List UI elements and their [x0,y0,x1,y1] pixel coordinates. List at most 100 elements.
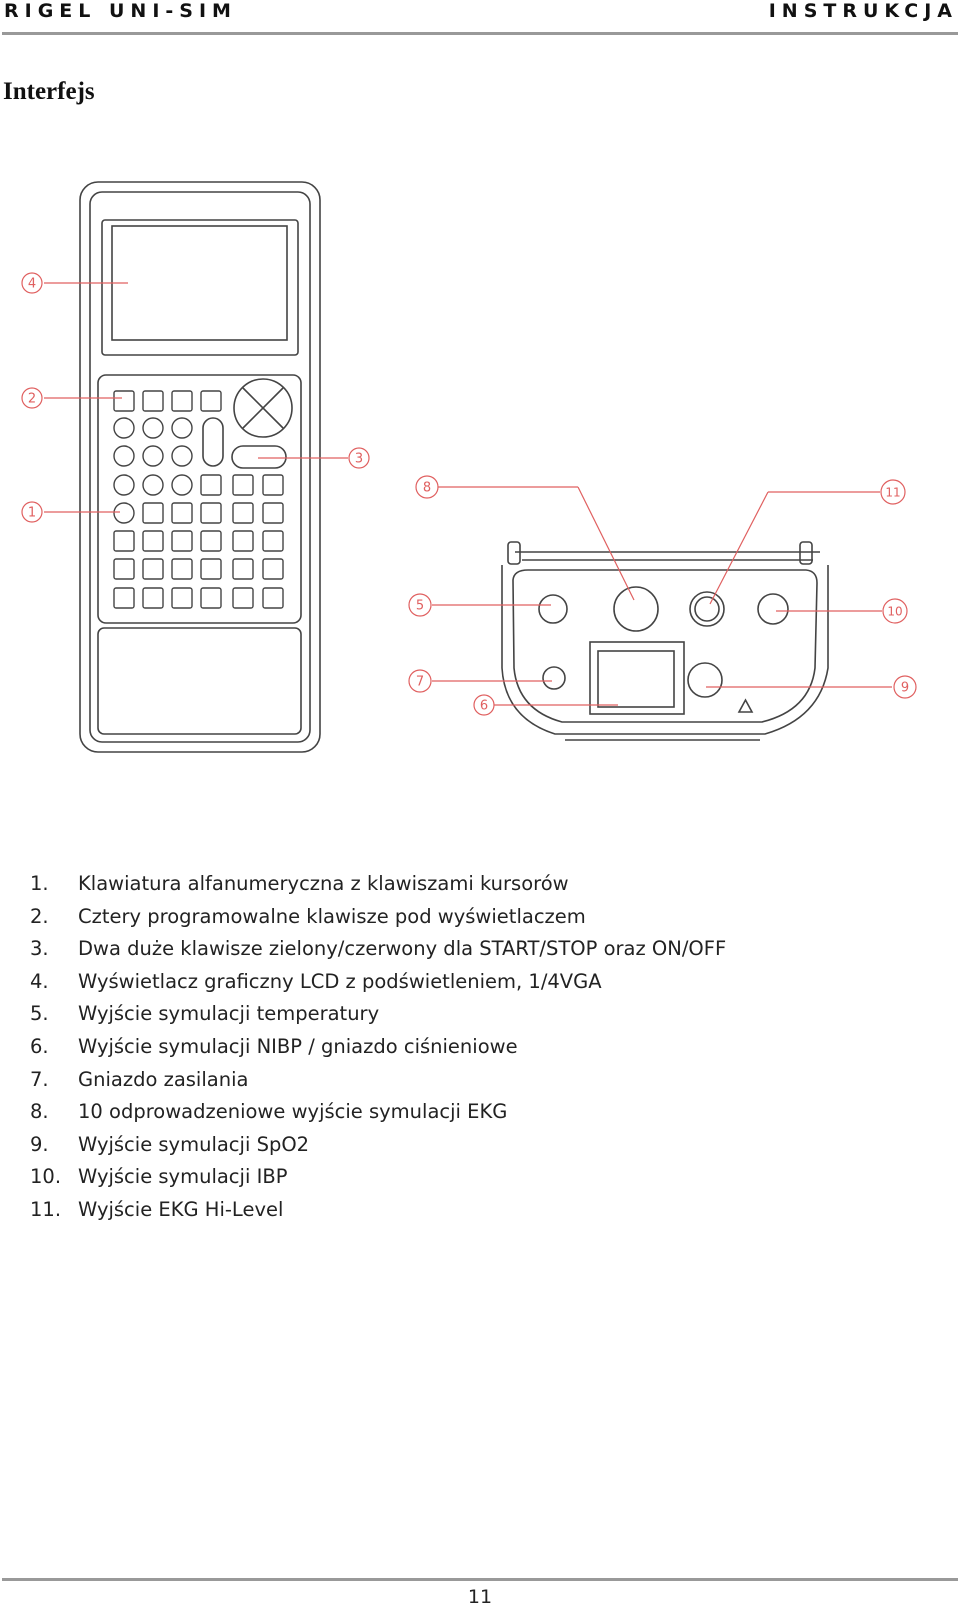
callout-7: 7 [408,669,432,693]
legend-item: 1.Klawiatura alfanumeryczna z klawiszami… [30,872,569,895]
callout-11: 11 [880,479,906,505]
ekg-hilevel-socket-inner [694,596,720,622]
callout-10: 10 [882,598,908,624]
nibp-port-outer [589,641,685,715]
legend-item: 3.Dwa duże klawisze zielony/czerwony dla… [30,937,727,961]
keypad-key [171,558,193,580]
legend-item: 2.Cztery programowalne klawisze pod wyśw… [30,904,586,928]
callout-line-11b [709,491,769,605]
keypad-key [142,558,164,580]
svg-text:11: 11 [885,486,900,500]
keypad-key [232,502,254,524]
legend-item: 4.Wyświetlacz graficzny LCD z podświetle… [30,969,602,993]
keypad-key [142,502,164,524]
panel-inner-body [512,569,818,723]
keypad-key [262,530,284,552]
ibp-socket [757,593,789,625]
svg-text:8: 8 [423,481,431,496]
keypad-key [200,558,222,580]
big-key-horizontal [231,445,287,469]
legend-item: 5.Wyjście symulacji temperatury [30,1002,380,1026]
keypad-key [142,390,164,412]
ekg-hilevel-socket-outer [689,591,725,627]
keypad-round-key [171,445,193,467]
keypad-key [113,530,135,552]
callout-5: 5 [408,593,432,617]
cursor-cluster [233,378,293,438]
page-title: Interfejs [3,78,95,105]
device-body-outline [79,181,321,753]
keypad-key [171,530,193,552]
svg-text:10: 10 [887,605,902,619]
legend-item: 8.10 odprowadzeniowe wyjście symulacji E… [30,1100,508,1124]
ekg-socket [613,586,659,632]
device-body-inner [89,191,311,743]
callout-8: 8 [415,475,439,499]
keypad-round-key [113,502,135,524]
interface-legend: 1.Klawiatura alfanumeryczna z klawiszami… [30,868,726,1227]
keypad-key [262,558,284,580]
legend-item: 10.Wyjście symulacji IBP [30,1165,288,1189]
keypad-round-key [113,474,135,496]
keypad-key [113,587,135,609]
temperature-socket [538,594,568,624]
keypad-key [200,502,222,524]
big-key-vertical [202,417,224,467]
keypad-key [232,587,254,609]
keypad-key [232,530,254,552]
device-diagram: 4 2 3 1 8 11 5 10 [21,181,917,753]
keypad-key [113,558,135,580]
keypad-key [200,587,222,609]
callout-4: 4 [21,272,43,294]
keypad-round-key [142,417,164,439]
callout-3: 3 [348,447,370,469]
keypad-round-key [113,445,135,467]
power-socket [542,666,566,690]
keypad-key [262,474,284,496]
keypad-key [142,587,164,609]
keypad-keys [113,390,284,609]
keypad-round-key [142,445,164,467]
keypad-round-key [171,474,193,496]
lower-panel [97,627,302,735]
callout-9: 9 [893,675,917,699]
keypad-round-key [113,417,135,439]
svg-text:9: 9 [901,681,909,696]
callout-1: 1 [21,501,43,523]
header-rule [2,32,958,35]
svg-text:7: 7 [416,675,424,690]
callout-line-8b [577,486,635,601]
keypad-key [200,390,222,412]
keypad-key [171,502,193,524]
page-number: 11 [467,1586,493,1608]
warning-triangle-icon [737,698,754,713]
callout-lines [44,282,892,706]
keypad-round-key [142,474,164,496]
callout-2: 2 [21,387,43,409]
keypad-key [142,530,164,552]
keypad-key [232,474,254,496]
header-doc-type: INSTRUKCJA [768,0,958,22]
right-hinge [799,541,813,565]
svg-text:2: 2 [28,392,36,407]
footer-rule [2,1578,958,1581]
lcd-display [111,225,288,341]
keypad-key [262,587,284,609]
keypad-key [200,530,222,552]
spo2-socket [687,662,723,698]
keypad-key [262,502,284,524]
svg-text:5: 5 [416,599,424,614]
legend-item: 11.Wyjście EKG Hi-Level [30,1197,284,1221]
keypad-key [171,587,193,609]
svg-text:1: 1 [28,506,36,521]
header-doc-name: RIGEL UNI-SIM [4,0,237,22]
keypad-round-key [171,417,193,439]
keypad-key [232,558,254,580]
screen-bezel [101,219,299,356]
cursor-keys-divider [242,387,284,429]
keypad-key [113,390,135,412]
callout-6: 6 [473,694,495,716]
keypad-key [200,474,222,496]
svg-text:6: 6 [480,699,488,714]
nibp-port-inner [597,650,675,708]
